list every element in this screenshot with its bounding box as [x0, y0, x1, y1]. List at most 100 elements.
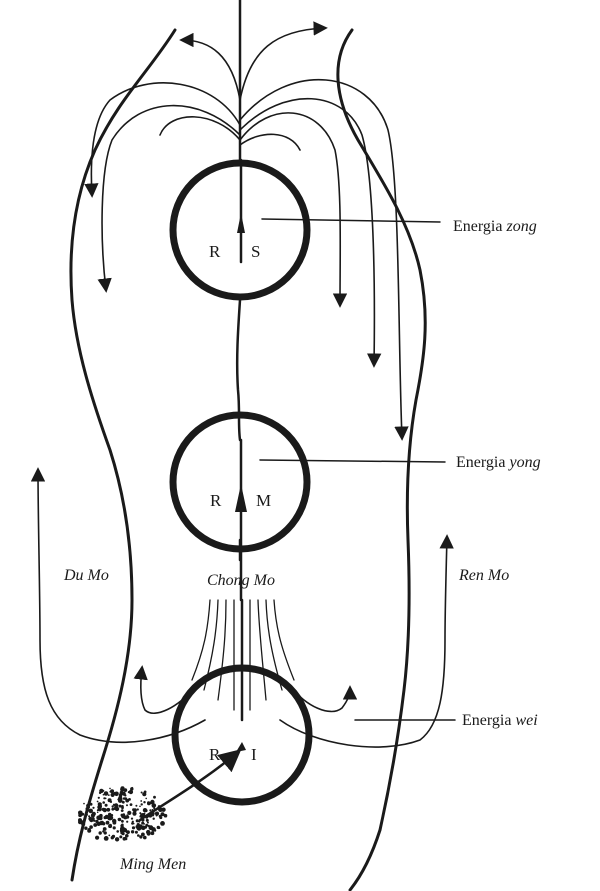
ming-men-cloud: [78, 786, 168, 842]
ming-men-dot: [133, 808, 137, 813]
ming-men-dot: [97, 815, 100, 817]
ming-men-dot: [121, 805, 124, 808]
ming-men-dot: [97, 796, 100, 799]
ming-men-dot: [96, 815, 101, 821]
ming-men-dot: [145, 818, 149, 822]
ming-men-dot: [117, 798, 119, 801]
ming-men-dot: [150, 799, 155, 805]
ming-men-dot: [117, 818, 120, 820]
ming-men-dot: [114, 803, 119, 808]
ming-men-dot: [111, 834, 116, 839]
ming-men-dot: [163, 813, 168, 818]
ming-men-dot: [91, 811, 96, 817]
ming-men-dot: [123, 815, 128, 820]
ming-men-dot: [111, 807, 115, 811]
ming-men-dot: [96, 811, 99, 814]
fountain-arc-right-outer: [239, 21, 328, 101]
ming-men-dot: [124, 794, 127, 797]
ming-men-dot: [119, 793, 123, 797]
ming-men-dot: [83, 802, 85, 805]
ming-men-dot: [91, 817, 95, 820]
fountain-stream-7: [239, 133, 301, 151]
ming-men-dot: [114, 791, 119, 797]
ming-men-dot: [93, 819, 96, 822]
ming-men-dot: [85, 807, 89, 811]
ming-men-dot: [96, 800, 99, 803]
ming-men-dot: [143, 823, 146, 825]
ming-men-dot: [143, 801, 146, 804]
ming-men-dot: [151, 803, 157, 808]
ming-men-dot: [89, 802, 93, 806]
ming-men-label: Ming Men: [119, 856, 186, 873]
fountain-stream-4: [239, 112, 348, 308]
ming-men-dot: [147, 801, 151, 805]
ming-men-dot: [109, 787, 111, 790]
wei-streams: [133, 665, 358, 714]
fountain-stream-2: [97, 104, 241, 293]
ren-mo-channel: [279, 534, 454, 748]
ming-men-dot: [78, 818, 82, 823]
ming-men-dot: [83, 817, 87, 820]
ming-men-dot: [130, 817, 134, 820]
ming-men-dot: [150, 831, 155, 836]
ming-men-dot: [122, 827, 126, 831]
du-mo-channel: [30, 467, 206, 744]
ming-men-dot: [140, 800, 143, 802]
ming-men-dot: [102, 801, 105, 804]
ming-men-dot: [104, 803, 108, 807]
ming-men-dot: [110, 789, 115, 794]
ming-men-dot: [89, 825, 93, 829]
ming-men-dot: [108, 834, 111, 837]
ming-men-dot: [131, 826, 136, 830]
ming-men-dot: [100, 803, 102, 805]
ming-men-dot: [102, 789, 105, 792]
wei-stream-left: [133, 665, 193, 714]
ming-men-dot: [138, 824, 142, 828]
ming-men-dot: [103, 816, 107, 820]
ming-men-dot: [114, 806, 120, 812]
ming-men-dot: [123, 788, 128, 792]
ming-men-dot: [158, 826, 161, 830]
ming-men-dot: [135, 804, 138, 807]
ming-men-dot: [102, 827, 107, 831]
ming-men-dot: [102, 830, 105, 833]
ming-men-dot: [99, 807, 102, 810]
ming-men-dot: [116, 830, 119, 833]
ming-men-dot: [95, 835, 100, 840]
ming-men-dot: [101, 822, 106, 826]
ming-men-arrow: [138, 749, 242, 822]
ming-men-dot: [98, 831, 102, 835]
ming-men-dot: [125, 798, 130, 803]
ming-men-dot: [146, 821, 149, 824]
ming-men-dot: [131, 786, 134, 789]
ming-men-dot: [126, 830, 130, 834]
ming-men-dot: [108, 815, 114, 821]
ming-men-dot: [109, 823, 112, 827]
ming-men-dot: [155, 814, 158, 817]
fountain-stream-6: [239, 78, 409, 441]
ming-men-dot: [103, 791, 109, 796]
ming-men-dot: [86, 813, 88, 816]
fountain-stream-1: [84, 82, 241, 198]
ming-men-dot: [141, 832, 145, 837]
ming-men-dot: [120, 809, 124, 812]
ming-men-dot: [142, 792, 147, 797]
ming-men-dot: [140, 803, 143, 806]
middle-right-letter: M: [256, 491, 271, 510]
chong-mo-line-upper: [235, 298, 242, 442]
ming-men-dot: [88, 815, 91, 818]
ming-men-dot: [114, 837, 120, 842]
ming-men-dot: [131, 820, 134, 823]
ming-men-dot: [137, 834, 140, 837]
ming-men-dot: [126, 814, 128, 816]
ming-men-dot: [129, 803, 133, 806]
ming-men-dot: [135, 825, 140, 829]
middle-left-letter: R: [210, 491, 222, 510]
ming-men-dot: [84, 826, 88, 830]
ming-men-dot: [117, 796, 123, 802]
ming-men-dot: [147, 825, 149, 827]
ming-men-dot: [118, 804, 122, 808]
ming-men-dot: [122, 837, 127, 841]
ming-men-dot: [112, 820, 117, 825]
